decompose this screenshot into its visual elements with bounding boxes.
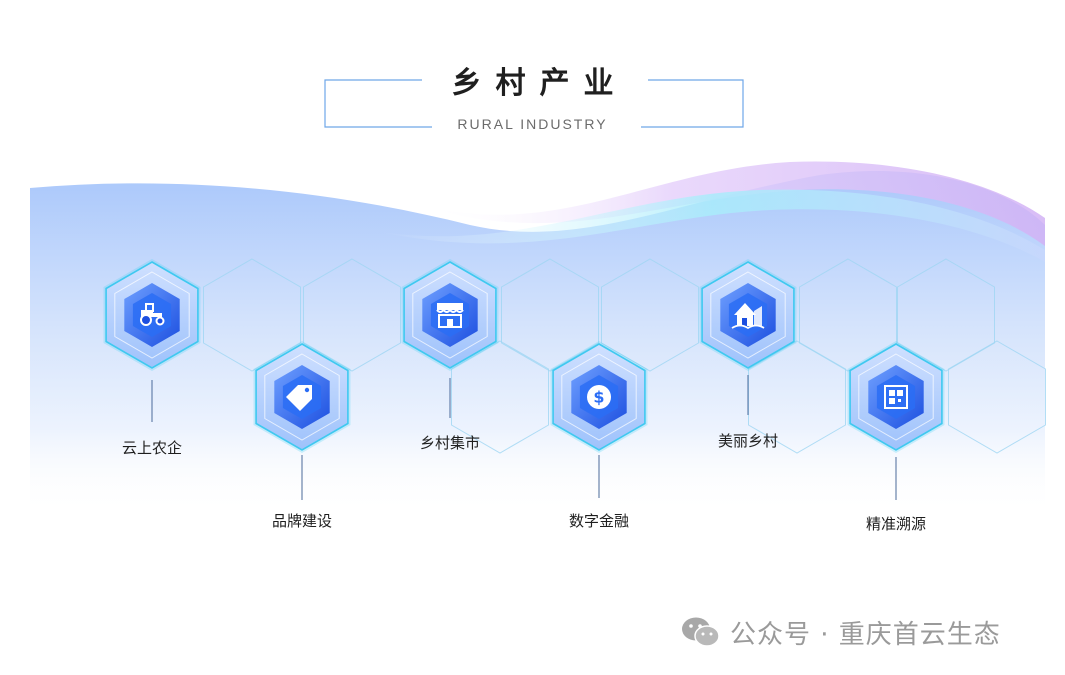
grid-hexagon-3 [601,258,699,372]
grid-hexagon-4 [799,258,897,372]
dollar-coin-icon: $ [587,385,611,409]
grid-hexagon-8 [948,340,1046,454]
grid-hexagon-0 [203,258,301,372]
item-label-brand-building: 品牌建设 [271,512,332,530]
item-label-cloud-enterprise: 云上农企 [121,439,182,457]
hex-node-2 [401,259,499,371]
hex-ring [412,271,488,359]
grid-hexagon-7 [748,340,846,454]
wechat-icon [682,617,720,647]
item-label-beautiful-village: 美丽乡村 [717,432,778,450]
hex-node-3: $ [550,341,648,453]
page-title: 乡村产业 [451,66,628,101]
wave-cyan [380,189,1045,262]
grid-hexagon-6 [451,340,549,454]
village-house-icon [731,303,765,330]
hex-node-5 [847,341,945,453]
hex-ring [264,353,340,441]
market-stall-icon [436,303,464,328]
watermark: 公众号 · 重庆首云生态 [680,612,1001,652]
item-label-traceability: 精准溯源 [865,515,926,533]
item-label-digital-finance: 数字金融 [568,512,629,530]
tractor-icon [140,303,165,326]
page-subtitle: RURAL INDUSTRY [457,116,608,132]
hex-node-4 [699,259,797,371]
item-label-village-market: 乡村集市 [419,434,480,452]
hex-node-0 [103,259,201,371]
hex-ring [114,271,190,359]
hex-ring [561,353,637,441]
hexagon-grid [203,258,1046,454]
price-tag-icon [286,385,312,411]
hex-node-1 [253,341,351,453]
node-group: $ [103,259,945,453]
hex-ring [710,271,786,359]
wave-purple [420,161,1045,246]
title-frame [324,79,744,128]
watermark-text: 公众号 · 重庆首云生态 [730,619,1001,650]
hex-ring [858,353,934,441]
trace-code-icon [884,385,908,409]
grid-hexagon-5 [897,258,995,372]
grid-hexagon-1 [303,258,401,372]
grid-hexagon-2 [501,258,599,372]
connector-lines [151,375,897,500]
svg-text:$: $ [593,388,604,407]
